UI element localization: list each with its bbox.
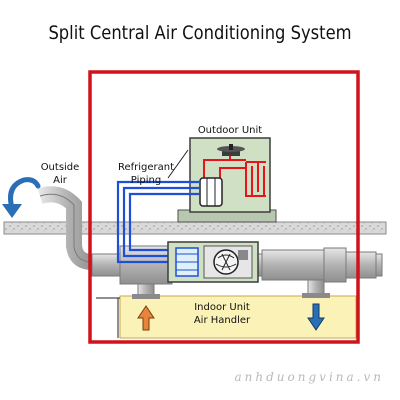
return-air-arrow <box>137 305 155 331</box>
condenser-coil <box>245 161 266 197</box>
air-label: Air <box>53 175 68 186</box>
piping-label: Piping <box>131 175 161 186</box>
blower-fan <box>203 245 253 279</box>
return-plenum <box>119 245 173 285</box>
indoor-unit-label: Indoor Unit <box>194 302 250 313</box>
refrigerant-label: Refrigerant <box>118 162 174 173</box>
outside-label: Outside <box>41 162 80 173</box>
air-handler-label: Air Handler <box>194 315 251 326</box>
evaporator-coil <box>175 247 199 277</box>
diagram-title: Split Central Air Conditioning System <box>48 22 352 44</box>
outside-air-arrow <box>2 177 41 218</box>
watermark: anhduongvina.vn <box>234 370 384 384</box>
refrigerant-piping <box>116 180 200 264</box>
supply-plenum <box>261 249 325 281</box>
outdoor-unit-label: Outdoor Unit <box>198 125 262 136</box>
supply-air-arrow <box>307 303 325 331</box>
compressor <box>199 177 223 207</box>
house-outline <box>88 70 360 344</box>
ceiling-slab <box>3 221 387 235</box>
condenser-fan <box>217 144 245 156</box>
